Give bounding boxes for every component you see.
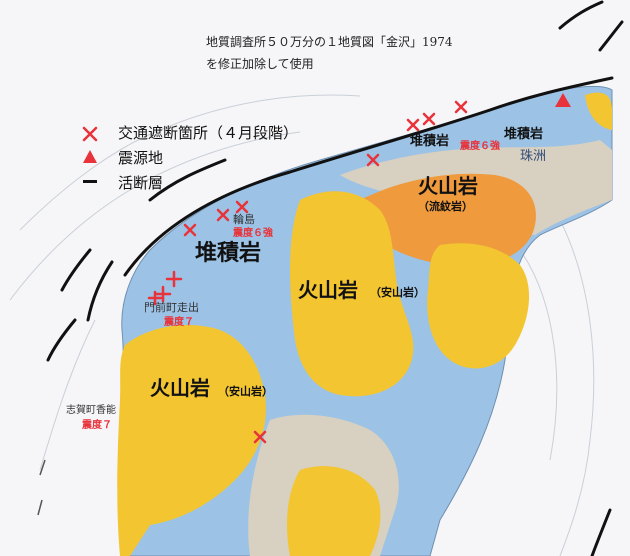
rock-label-volcanic-ne: 火山岩 (418, 174, 478, 198)
road-closure-marker (253, 430, 267, 444)
andesite-area-center (290, 191, 414, 397)
legend-symbols (82, 126, 98, 183)
place-suzu: 珠洲 (520, 149, 547, 164)
road-closure-marker (154, 285, 172, 303)
epicenter-marker (555, 93, 571, 107)
source-note-line1: 地質調査所５０万分の１地質図「金沢」1974 (206, 35, 453, 49)
intensity-suzu: 震度６強 (460, 141, 500, 152)
road-closure-crosses (147, 270, 183, 306)
rock-label-sedimentary-main: 堆積岩 (195, 241, 262, 266)
road-closure-marker (165, 270, 183, 288)
andesite-area-east (427, 243, 530, 369)
intensity-shika: 震度７ (82, 420, 112, 431)
road-closure-marker (147, 290, 163, 306)
road-closure-marker (183, 223, 197, 237)
rock-label-volcanic-ne-sub: （流紋岩） (418, 200, 473, 213)
road-closure-markers (183, 100, 468, 444)
road-closure-marker (366, 153, 380, 167)
intensity-monzen: 震度７ (164, 317, 194, 328)
road-closure-marker (422, 112, 436, 126)
legend-active-fault-label: 活断層 (118, 174, 164, 192)
road-closure-marker (406, 118, 420, 132)
road-closure-marker (454, 100, 468, 114)
intensity-wajima: 震度６強 (233, 228, 273, 239)
rock-label-volcanic-center: 火山岩 (298, 278, 358, 302)
rock-label-volcanic-sw-sub: （安山岩） (218, 385, 273, 398)
place-wajima: 輪島 (233, 213, 255, 226)
rock-label-sedimentary-ne1: 堆積岩 (410, 134, 450, 149)
bathymetry-lines (9, 94, 595, 556)
rhyolite-area (359, 173, 536, 266)
rock-label-volcanic-sw: 火山岩 (150, 376, 210, 400)
road-closure-marker (235, 200, 249, 214)
legend-epicenter-label: 震源地 (118, 149, 164, 167)
fault-dashes (37, 459, 46, 516)
place-monzen: 門前町走出 (144, 301, 199, 314)
rock-label-sedimentary-ne2: 堆積岩 (504, 127, 544, 142)
andesite-tip (585, 92, 612, 130)
legend-road-closure-label: 交通遮断箇所（４月段階） (118, 124, 299, 142)
source-note-line2: を修正加除して使用 (206, 57, 314, 71)
place-shika: 志賀町香能 (66, 405, 116, 416)
road-closure-marker (216, 208, 230, 222)
rock-label-volcanic-center-sub: （安山岩） (370, 286, 425, 299)
active-faults (46, 0, 624, 556)
andesite-area-south (287, 466, 381, 556)
andesite-area-southwest (117, 325, 266, 556)
